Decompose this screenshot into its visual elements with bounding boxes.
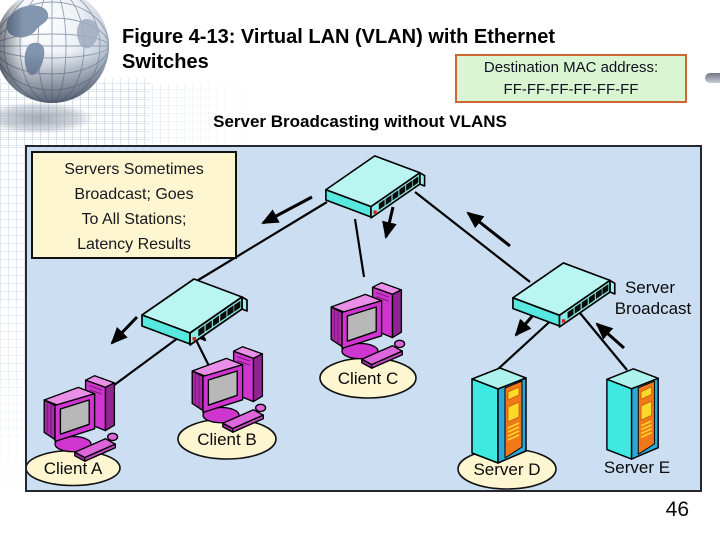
globe-icon	[0, 0, 109, 134]
svg-text:Client A: Client A	[44, 459, 103, 478]
svg-text:Server D: Server D	[473, 460, 540, 479]
diagram-subtitle: Server Broadcasting without VLANS	[213, 112, 507, 131]
note-callout: Servers Sometimes Broadcast; Goes To All…	[31, 151, 237, 259]
server-d-icon	[471, 367, 527, 464]
label-server-e: Server E	[604, 458, 670, 477]
client-a-pc-icon	[43, 375, 119, 462]
slide-edge-decoration	[705, 73, 720, 83]
network-diagram: Client A Client B Client C Server D Serv…	[25, 145, 702, 492]
svg-text:Server: Server	[625, 278, 675, 297]
page-number: 46	[665, 498, 689, 521]
mac-address-callout: Destination MAC address: FF-FF-FF-FF-FF-…	[455, 54, 687, 103]
slide-title: Figure 4-13: Virtual LAN (VLAN) with Eth…	[122, 26, 555, 73]
label-client-a: Client A	[27, 449, 121, 487]
diagram-canvas: Client A Client B Client C Server D Serv…	[27, 155, 692, 490]
server-e-icon	[606, 368, 659, 460]
switch-icon-left	[141, 278, 248, 346]
client-c-pc-icon	[330, 282, 406, 369]
svg-text:Client C: Client C	[338, 369, 398, 388]
svg-text:Broadcast: Broadcast	[615, 299, 692, 318]
label-server-broadcast: Server Broadcast	[615, 278, 692, 318]
client-b-pc-icon	[191, 346, 267, 433]
switch-icon-top	[325, 155, 426, 219]
label-server-d: Server D	[457, 448, 557, 490]
svg-text:Client B: Client B	[197, 430, 257, 449]
switch-icon-right	[512, 262, 616, 328]
